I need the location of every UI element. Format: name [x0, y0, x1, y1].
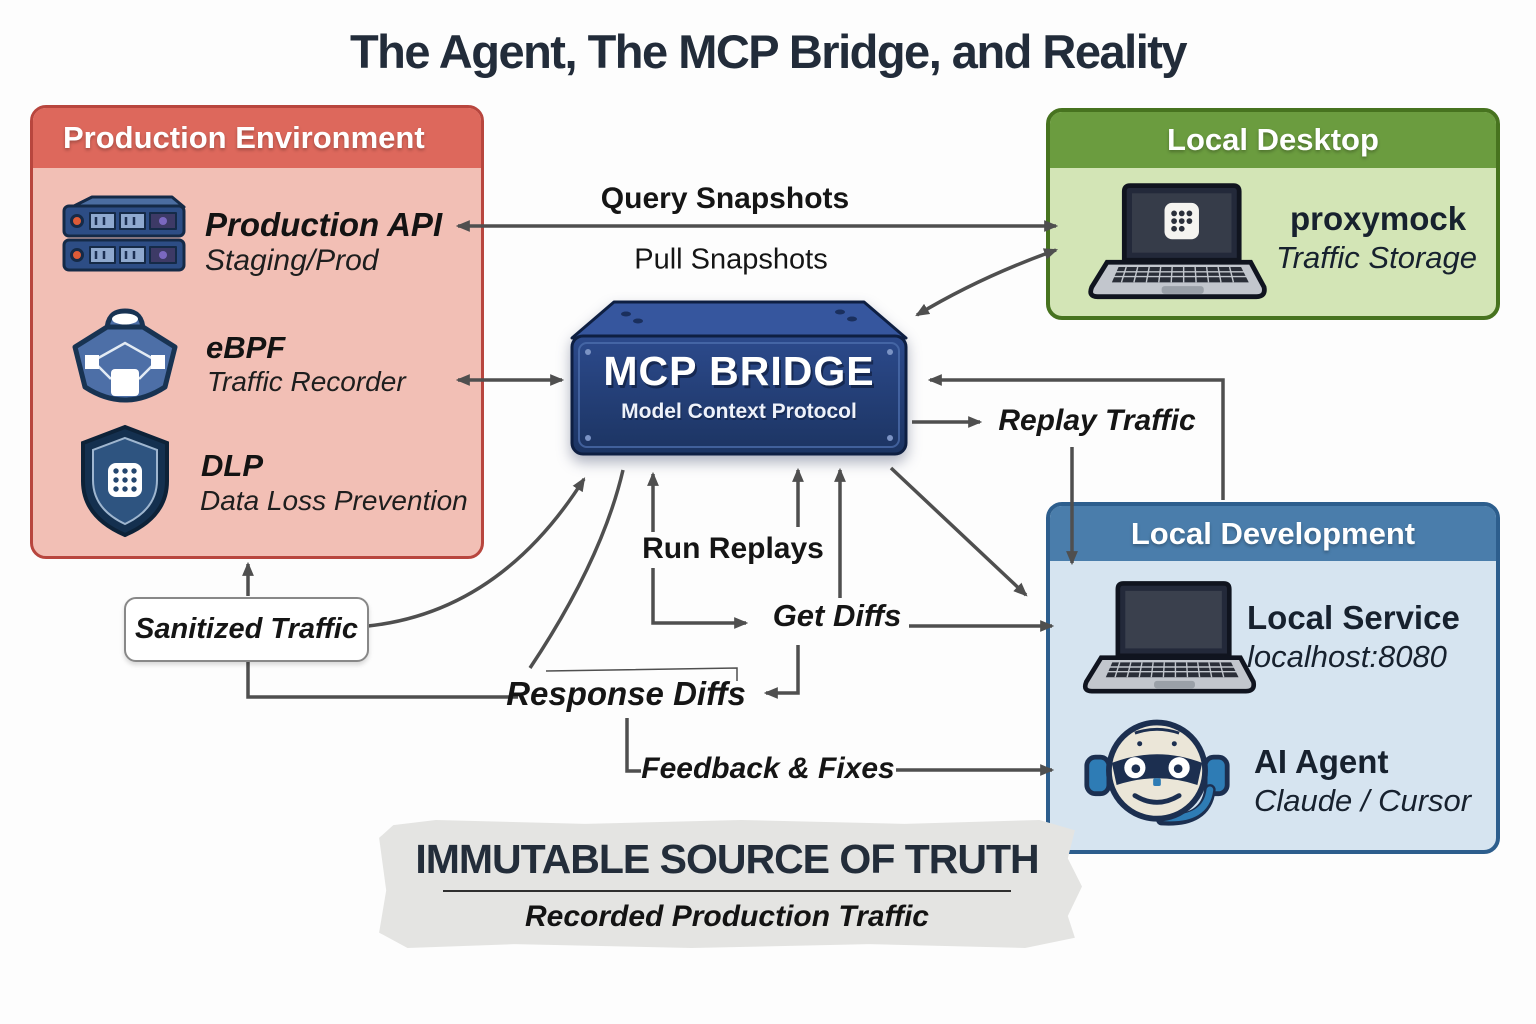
flow-label-query-snapshots: Query Snapshots [600, 182, 850, 215]
source-of-truth-banner: IMMUTABLE SOURCE OF TRUTH Recorded Produ… [379, 820, 1082, 948]
arrow-localdev-bridge [927, 374, 1225, 500]
flow-label-get-diffs: Get Diffs [772, 598, 902, 633]
arrow-pull-snapshots [915, 248, 1059, 317]
sanitized-traffic-label: Sanitized Traffic [135, 613, 358, 645]
banner-subtitle: Recorded Production Traffic [525, 900, 929, 933]
dlp-sub: Data Loss Prevention [200, 485, 468, 516]
page-title: The Agent, The MCP Bridge, and Reality [349, 25, 1188, 78]
flow-label-response-diffs: Response Diffs [506, 675, 746, 712]
ebpf-label: eBPF [206, 330, 286, 365]
flow-label-pull-snapshots: Pull Snapshots [634, 243, 828, 276]
bridge-subtitle: Model Context Protocol [621, 400, 857, 423]
local-development-header: Local Development [1050, 506, 1496, 561]
local-service-label: Local Service [1247, 599, 1460, 636]
arrow-bridge-localdev-diag [889, 466, 1028, 597]
flow-label-replay-traffic: Replay Traffic [998, 404, 1196, 437]
laptop-icon [1082, 581, 1257, 694]
sanitized-traffic-box: Sanitized Traffic [124, 597, 369, 662]
production-environment-header: Production Environment [33, 108, 481, 168]
bridge-3d-shape [570, 300, 908, 456]
ebpf-sub: Traffic Recorder [207, 366, 406, 397]
banner-title: IMMUTABLE SOURCE OF TRUTH [415, 836, 1039, 882]
flow-label-run-replays: Run Replays [642, 532, 824, 565]
local-development-box: Local Development Local Service localhos… [1046, 502, 1500, 854]
production-api-sub: Staging/Prod [205, 244, 379, 277]
line-responsediffs-curve-bridge [528, 469, 625, 669]
dlp-label: DLP [201, 448, 263, 483]
server-rack-icon [62, 195, 186, 272]
arrow-getdiffs-responsediffs [763, 645, 800, 699]
ai-agent-label: AI Agent [1254, 743, 1389, 780]
proxymock-sub: Traffic Storage [1276, 240, 1478, 275]
local-service-sub: localhost:8080 [1247, 639, 1447, 674]
ai-agent-sub: Claude / Cursor [1254, 783, 1472, 818]
line-responsediffs-to-sanitized [246, 656, 518, 699]
arrow-runreplays-getdiffs [651, 568, 749, 629]
mcp-bridge-box: MCP BRIDGE Model Context Protocol [570, 300, 908, 458]
shield-keypad-icon [81, 424, 169, 538]
production-api-label: Production API [205, 206, 443, 243]
line-responsediffs-feedback [625, 718, 641, 773]
local-desktop-box: Local Desktop proxymock Traffic Storage [1046, 108, 1500, 320]
local-desktop-header: Local Desktop [1050, 112, 1496, 168]
banner-divider [443, 890, 1011, 892]
ebpf-network-icon [72, 308, 178, 403]
flow-label-feedback-fixes: Feedback & Fixes [641, 752, 895, 785]
production-environment-box: Production Environment Produc [30, 105, 484, 559]
laptop-app-icon [1088, 183, 1267, 300]
bridge-title: MCP BRIDGE [603, 348, 875, 394]
robot-agent-icon [1084, 719, 1230, 826]
proxymock-label: proxymock [1290, 200, 1467, 237]
